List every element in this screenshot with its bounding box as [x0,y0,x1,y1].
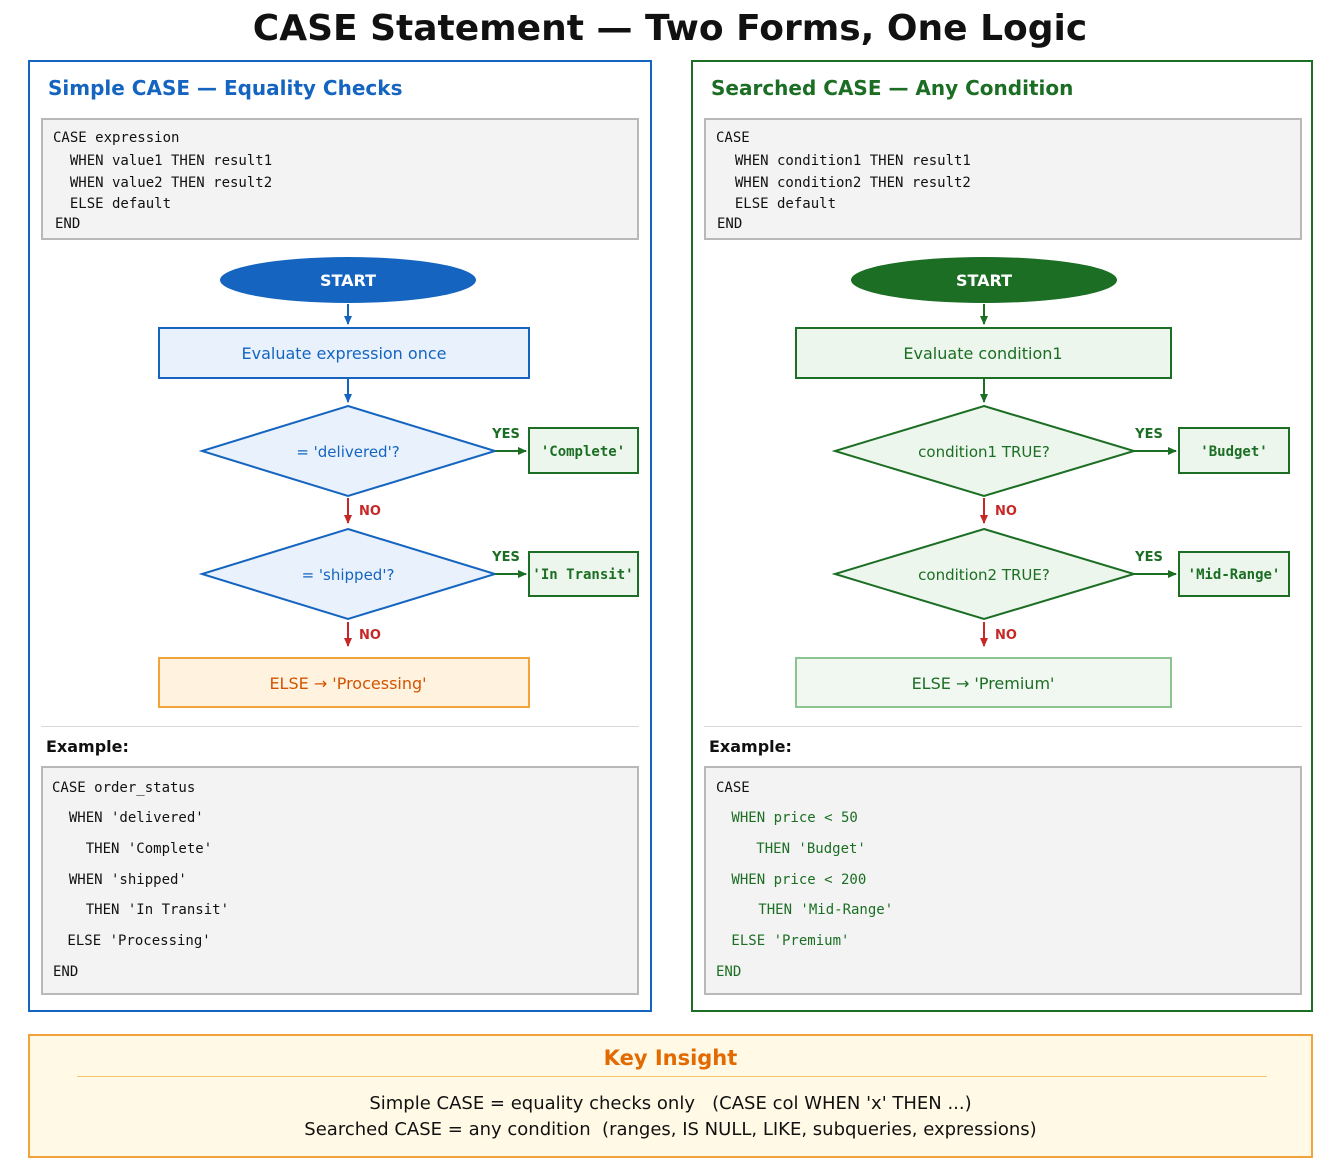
else-node [795,657,1172,708]
code-line: ELSE 'Processing' [59,933,211,949]
code-line: CASE [716,130,750,146]
start-node [220,257,476,303]
simple-example-code: CASE order_status WHEN 'delivered' THEN … [41,766,639,995]
searched-case-heading: Searched CASE — Any Condition [711,76,1074,100]
no-label: NO [995,628,1017,643]
start-label: START [956,271,1012,290]
code-line: END [717,216,743,232]
searched-case-panel: Searched CASE — Any Condition CASE WHEN … [691,60,1313,1012]
result-label-2: 'Mid-Range' [1188,567,1281,583]
start-node [851,257,1117,303]
code-line: WHEN condition2 THEN result2 [718,175,971,191]
searched-example-code: CASE WHEN price < 50 THEN 'Budget' WHEN … [704,766,1302,995]
simple-flowchart: START Evaluate expression once = 'delive… [158,257,639,708]
decision-label-1: condition1 TRUE? [918,443,1050,461]
yes-label: YES [491,550,520,565]
simple-case-heading: Simple CASE — Equality Checks [48,76,403,100]
code-line: END [53,964,79,980]
code-line: END [55,216,81,232]
code-line: CASE order_status [52,780,196,796]
code-line: ELSE default [718,196,837,212]
code-line: WHEN price < 200 [723,872,867,888]
key-insight-line-1: Simple CASE = equality checks only (CASE… [369,1093,972,1114]
simple-syntax-code: CASE expression WHEN value1 THEN result1… [41,118,639,240]
example-label: Example: [709,737,792,756]
panel-divider [704,726,1302,727]
code-line: CASE expression [53,130,180,146]
no-label: NO [995,504,1017,519]
decision-node-1 [198,404,499,498]
key-insight-title: Key Insight [603,1046,738,1070]
code-line: THEN 'Budget' [731,841,866,857]
else-label: ELSE → 'Processing' [269,674,426,693]
no-label: NO [359,628,381,643]
evaluate-node [795,327,1172,379]
yes-label: YES [1134,550,1163,565]
evaluate-label: Evaluate condition1 [903,344,1062,363]
code-line: THEN 'Complete' [52,841,213,857]
code-line: ELSE 'Premium' [723,933,850,949]
yes-label: YES [491,427,520,442]
code-line: THEN 'Mid-Range' [733,902,894,918]
decision-node-1 [831,404,1138,498]
evaluate-node [158,327,530,379]
searched-syntax-code: CASE WHEN condition1 THEN result1 WHEN c… [704,118,1302,240]
code-line: WHEN 'delivered' [52,810,204,826]
code-line: WHEN price < 50 [723,810,858,826]
page-title: CASE Statement — Two Forms, One Logic [252,8,1088,49]
decision-label-1: = 'delivered'? [296,443,399,461]
example-label: Example: [46,737,129,756]
code-line: WHEN 'shipped' [52,872,187,888]
key-insight-rule [77,1076,1267,1077]
else-label: ELSE → 'Premium' [912,674,1055,693]
result-node-1 [528,427,639,474]
panel-divider [41,726,639,727]
else-node [158,657,530,708]
decision-node-2 [831,527,1138,621]
result-label-1: 'Budget' [1200,444,1267,460]
code-line: ELSE default [53,196,172,212]
code-line: CASE [716,780,750,796]
code-line: WHEN value1 THEN result1 [53,153,273,169]
decision-node-2 [198,527,499,621]
result-node-2 [528,551,639,597]
key-insight-box: Key Insight Simple CASE = equality check… [28,1034,1313,1158]
yes-label: YES [1134,427,1163,442]
key-insight-line-2: Searched CASE = any condition (ranges, I… [304,1119,1037,1140]
code-line: END [716,964,742,980]
result-label-1: 'Complete' [541,444,625,460]
searched-flowchart: START Evaluate condition1 condition1 TRU… [795,257,1290,708]
code-line: THEN 'In Transit' [52,902,230,918]
start-label: START [320,271,376,290]
decision-label-2: = 'shipped'? [302,566,395,584]
result-node-1 [1178,427,1290,474]
evaluate-label: Evaluate expression once [242,344,447,363]
code-line: WHEN value2 THEN result2 [53,175,273,191]
code-line: WHEN condition1 THEN result1 [718,153,971,169]
no-label: NO [359,504,381,519]
simple-case-panel: Simple CASE — Equality Checks CASE expre… [28,60,652,1012]
decision-label-2: condition2 TRUE? [918,566,1050,584]
result-label-2: 'In Transit' [532,567,633,583]
result-node-2 [1178,551,1290,597]
